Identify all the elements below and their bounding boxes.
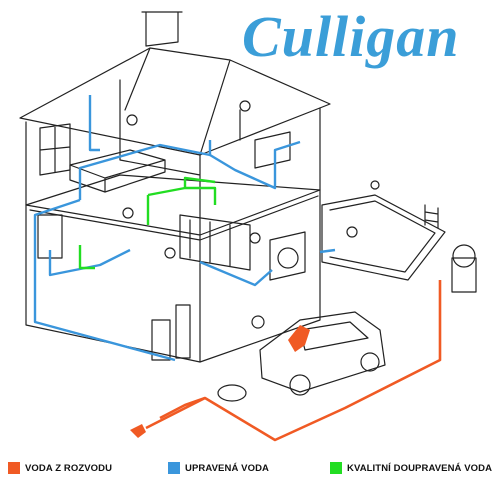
legend-swatch-treated-water <box>168 462 180 474</box>
swimming-pool <box>321 194 446 281</box>
car-wash-splash <box>288 325 310 352</box>
legend-item-supply-water: VODA Z ROZVODU <box>8 462 112 474</box>
person-car-head <box>251 315 265 329</box>
treated-water-pipe-main <box>33 198 176 362</box>
hose-coil <box>217 384 247 402</box>
upper-sink <box>239 109 291 169</box>
floor-slab <box>25 174 321 241</box>
person-bath-head <box>126 114 138 126</box>
sunbather-head <box>370 180 380 190</box>
treated-water-pipe-laundry <box>199 260 273 287</box>
premium-water-pipe-kitchen <box>78 245 95 270</box>
supply-water-inlet-arrow <box>130 424 146 438</box>
supply-water-pipe <box>145 280 442 442</box>
legend-label-supply-water: VODA Z ROZVODU <box>25 462 113 474</box>
treated-water-pipe-kitchen <box>48 248 131 277</box>
person-bathroom-head <box>239 100 251 112</box>
legend-label-premium-water: KVALITNÍ DOUPRAVENÁ VODA <box>347 462 493 474</box>
pool-swimmer-head <box>346 226 358 238</box>
treated-water-pipe-pool <box>319 248 336 254</box>
person-kitchen-head <box>122 207 134 219</box>
treated-water-pipe-bath <box>88 95 100 152</box>
bathtub <box>69 149 166 193</box>
pool-filter <box>451 257 477 293</box>
kitchen-counter <box>179 214 251 271</box>
treated-water-pipe-sink <box>209 140 301 190</box>
washing-machine <box>269 231 306 281</box>
supply-water-pipe-house <box>159 396 206 420</box>
pool-ladder <box>424 204 439 229</box>
treated-water-pipe-upper <box>78 140 212 200</box>
legend-item-premium-water: KVALITNÍ DOUPRAVENÁ VODA <box>330 462 492 474</box>
culligan-logo-wordmark: Culligan <box>242 4 460 69</box>
premium-water-pipe <box>146 176 217 225</box>
water-heater <box>37 214 63 259</box>
car-wheel-rear <box>360 352 380 372</box>
legend: VODA Z ROZVODU UPRAVENÁ VODA KVALITNÍ DO… <box>0 456 500 484</box>
legend-swatch-supply-water <box>8 462 20 474</box>
person-laundry-head <box>249 232 261 244</box>
ground-floor-walls <box>25 189 321 363</box>
car-body <box>259 311 386 393</box>
house-cutaway-illustration <box>19 11 477 442</box>
legend-swatch-premium-water <box>330 462 342 474</box>
culligan-logo: Culligan <box>242 4 460 69</box>
window-left <box>39 123 71 176</box>
pool-filter-cap <box>452 244 476 268</box>
car-wheel-front <box>289 374 311 396</box>
legend-label-treated-water: UPRAVENÁ VODA <box>185 462 269 474</box>
softener-tank-1 <box>151 319 171 361</box>
house-roof <box>19 47 331 156</box>
softener-tank-2 <box>175 304 191 359</box>
legend-item-treated-water: UPRAVENÁ VODA <box>168 462 269 474</box>
chimney <box>141 11 183 47</box>
child-head <box>164 247 176 259</box>
washing-machine-door <box>277 247 299 269</box>
